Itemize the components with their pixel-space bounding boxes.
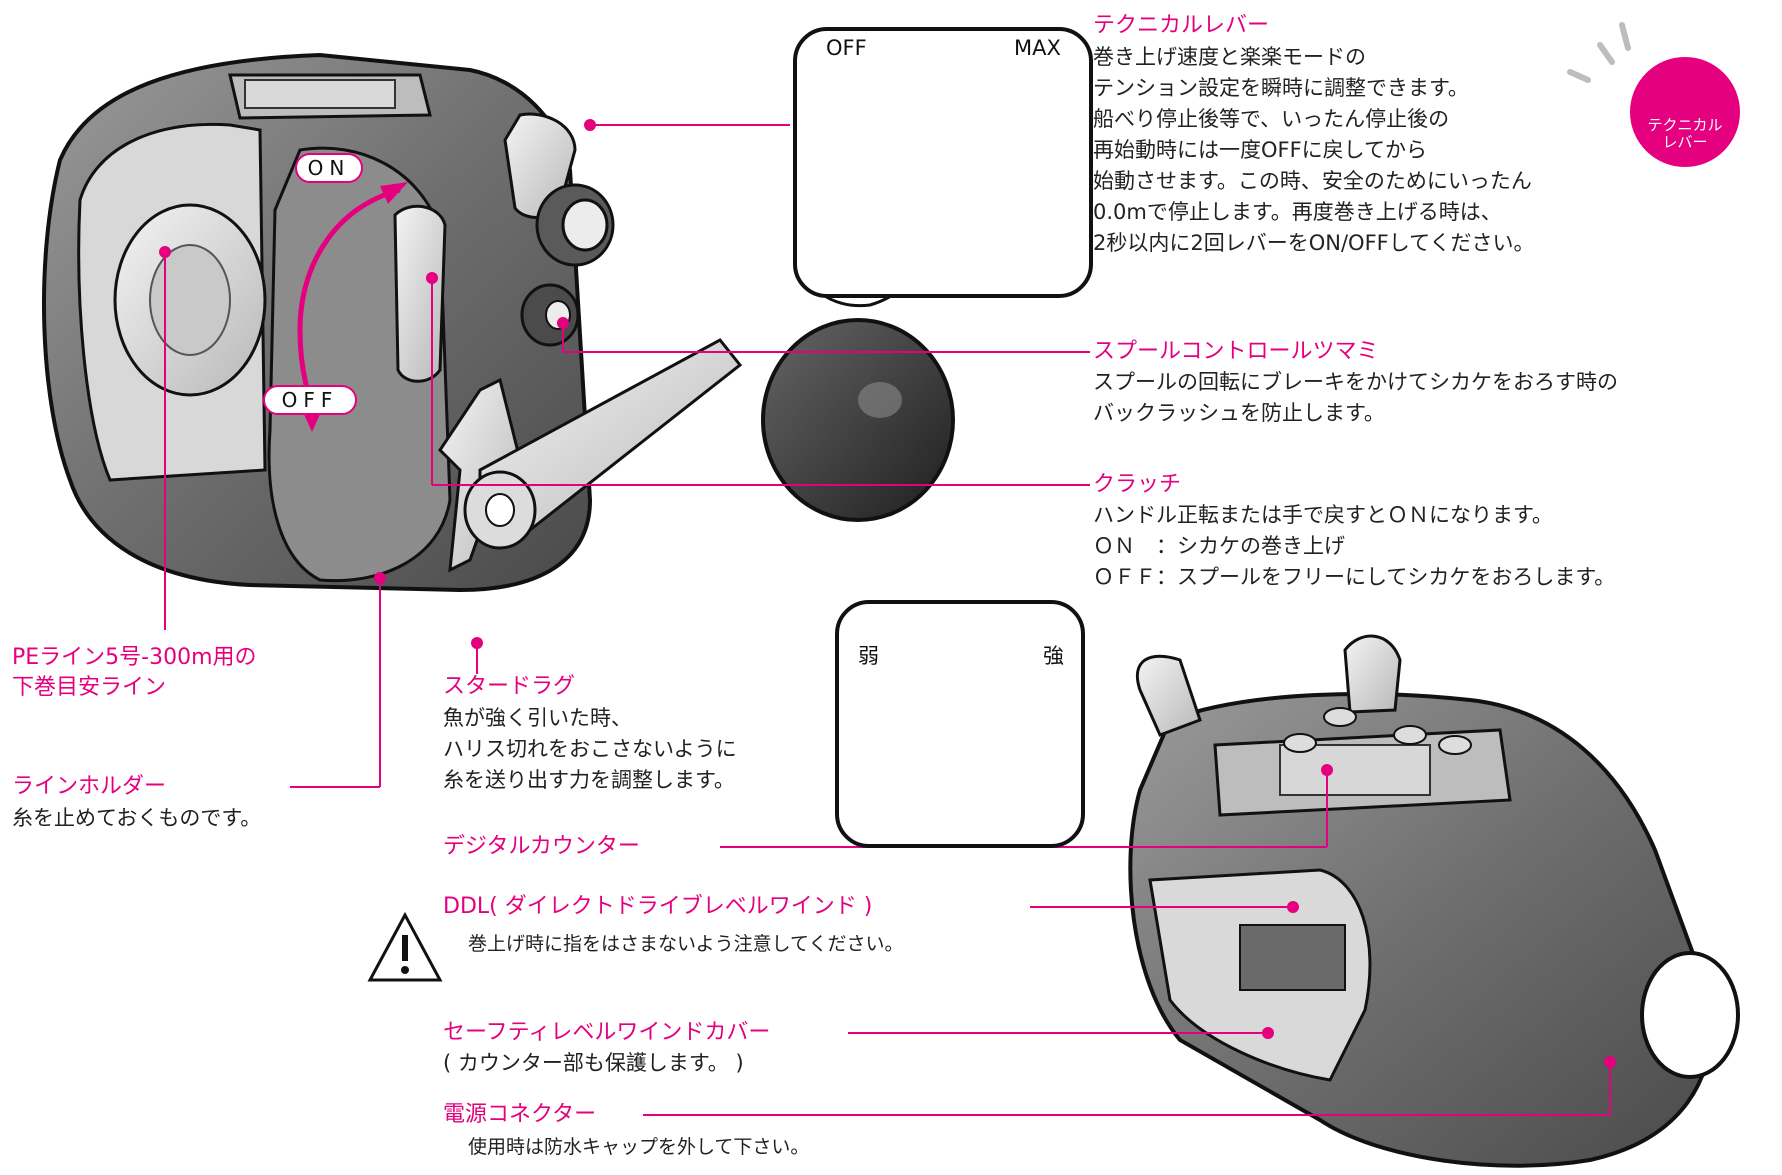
star-strong-label: 強: [1043, 644, 1064, 668]
badge-line-1: テクニカル: [1647, 116, 1723, 134]
technical-lever-title: テクニカルレバー: [1093, 13, 1270, 38]
badge-rays: [1567, 22, 1631, 83]
technical-lever-line: 0.0mで停止します。再度巻き上げる時は、: [1093, 200, 1502, 224]
star-drag-line: 魚が強く引いた時、: [443, 706, 632, 730]
ddl-title: DDL( ダイレクトドライブレベルワインド ): [443, 894, 873, 919]
clutch-off-pill: OFF: [263, 385, 357, 415]
clutch-title: クラッチ: [1093, 472, 1182, 497]
line-holder-line: 糸を止めておくものです。: [12, 806, 262, 830]
spool-control-line: バックラッシュを防止します。: [1093, 401, 1385, 425]
technical-lever-line: 2秒以内に2回レバーをON/OFFしてください。: [1093, 231, 1535, 255]
clutch-line: ＯＮ ：シカケの巻き上げ: [1093, 534, 1345, 558]
star-drag-inset: [835, 600, 1085, 848]
technical-lever-line: テンション設定を瞬時に調整できます。: [1093, 76, 1469, 100]
clutch-on-pill: ON: [295, 153, 363, 183]
star-drag-title: スタードラグ: [443, 674, 576, 699]
line-holder-title: ラインホルダー: [12, 774, 167, 799]
badge-line-2: レバー: [1662, 133, 1708, 151]
safety-cover-line: ( カウンター部も保護します。 ): [443, 1051, 744, 1075]
digital-counter-title: デジタルカウンター: [443, 834, 640, 859]
technical-lever-inset: [793, 27, 1093, 298]
clutch-line: ハンドル正転または手で戻すとＯＮになります。: [1093, 503, 1553, 527]
technical-lever-line: 再始動時には一度OFFに戻してから: [1093, 138, 1428, 162]
star-drag-line: ハリス切れをおこさないように: [443, 737, 737, 761]
caution-icon: [367, 911, 443, 982]
safety-cover-title: セーフティレベルワインドカバー: [443, 1020, 771, 1045]
inset-off-label: OFF: [826, 36, 867, 60]
spool-control-title: スプールコントロールツマミ: [1093, 339, 1379, 364]
technical-lever-line: 始動させます。この時、安全のためにいったん: [1093, 169, 1532, 193]
inset-max-label: MAX: [1014, 36, 1061, 60]
technical-lever-line: 巻き上げ速度と楽楽モードの: [1093, 45, 1366, 69]
power-connector-line: 使用時は防水キャップを外して下さい。: [468, 1136, 810, 1158]
technical-lever-line: 船べり停止後等で、いったん停止後の: [1093, 107, 1450, 131]
star-weak-label: 弱: [858, 644, 879, 668]
technical-lever-badge-icon: テクニカル レバー: [1630, 57, 1740, 167]
pe-line-label: PEライン5号-300m用の: [12, 645, 257, 670]
ddl-caution: 巻上げ時に指をはさまないよう注意してください。: [468, 933, 904, 955]
spool-control-line: スプールの回転にブレーキをかけてシカケをおろす時の: [1093, 370, 1618, 394]
right-reel-illustration: [643, 634, 1740, 1168]
star-drag-line: 糸を送り出す力を調整します。: [443, 768, 735, 792]
power-connector-title: 電源コネクター: [443, 1102, 597, 1127]
clutch-line: ＯＦＦ：スプールをフリーにしてシカケをおろします。: [1093, 565, 1616, 589]
left-reel-illustration: [42, 52, 1090, 788]
pe-line-label: 下巻目安ライン: [12, 675, 167, 700]
